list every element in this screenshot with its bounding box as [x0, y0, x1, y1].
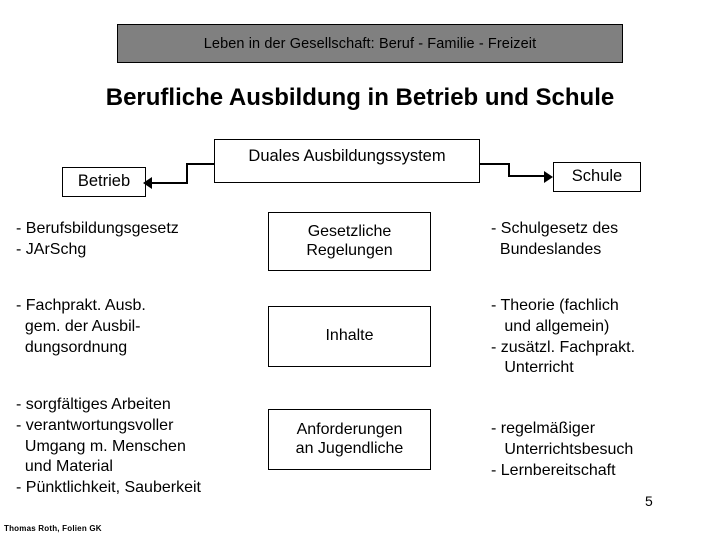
connector-to-schule-segment-vertical [508, 163, 510, 177]
diagram-box-inhalte-label: Inhalte [325, 327, 374, 345]
connector-to-betrieb-segment-top [186, 163, 215, 165]
right-column-block-inhalte: - Theorie (fachlich und allgemein) - zus… [491, 297, 636, 377]
header-banner-label: Leben in der Gesellschaft: Beruf - Famil… [203, 35, 537, 52]
arrow-left-icon [143, 177, 152, 189]
diagram-box-betrieb: Betrieb [62, 167, 146, 197]
right-column-block-anforderungen: - regelmäßiger Unterrichtsbesuch - Lernb… [491, 420, 634, 479]
page-number: 5 [645, 493, 653, 509]
diagram-box-inhalte: Inhalte [268, 306, 431, 367]
arrow-right-icon [544, 171, 553, 183]
left-column-block-inhalte: - Fachprakt. Ausb. gem. der Ausbil- dung… [16, 297, 146, 356]
diagram-box-schule: Schule [553, 162, 641, 192]
diagram-box-betrieb-label: Betrieb [77, 172, 131, 191]
connector-to-betrieb-segment-bottom [151, 182, 188, 184]
connector-to-schule-segment-top [479, 163, 510, 165]
connector-to-betrieb-segment-vertical [186, 163, 188, 184]
diagram-box-schule-label: Schule [571, 167, 623, 186]
diagram-box-anforderungen-label: Anforderungen an Jugendliche [295, 420, 404, 457]
page-title: Berufliche Ausbildung in Betrieb und Sch… [105, 84, 615, 111]
connector-to-schule-segment-bottom [508, 175, 546, 177]
header-banner: Leben in der Gesellschaft: Beruf - Famil… [117, 24, 623, 63]
left-column-block-gesetzliche: - Berufsbildungsgesetz - JArSchg [16, 220, 179, 258]
left-column-block-anforderungen: - sorgfältiges Arbeiten - verantwortungs… [16, 396, 201, 497]
right-column-block-gesetzliche: - Schulgesetz des Bundeslandes [491, 220, 619, 258]
diagram-box-duales-ausbildungssystem: Duales Ausbildungssystem [214, 139, 480, 183]
diagram-box-gesetzliche-label: Gesetzliche Regelungen [306, 222, 393, 259]
diagram-box-gesetzliche-regelungen: Gesetzliche Regelungen [268, 212, 431, 271]
diagram-box-duales-label: Duales Ausbildungssystem [248, 147, 446, 165]
diagram-box-anforderungen-an-jugendliche: Anforderungen an Jugendliche [268, 409, 431, 470]
footer-credit: Thomas Roth, Folien GK [4, 524, 102, 533]
